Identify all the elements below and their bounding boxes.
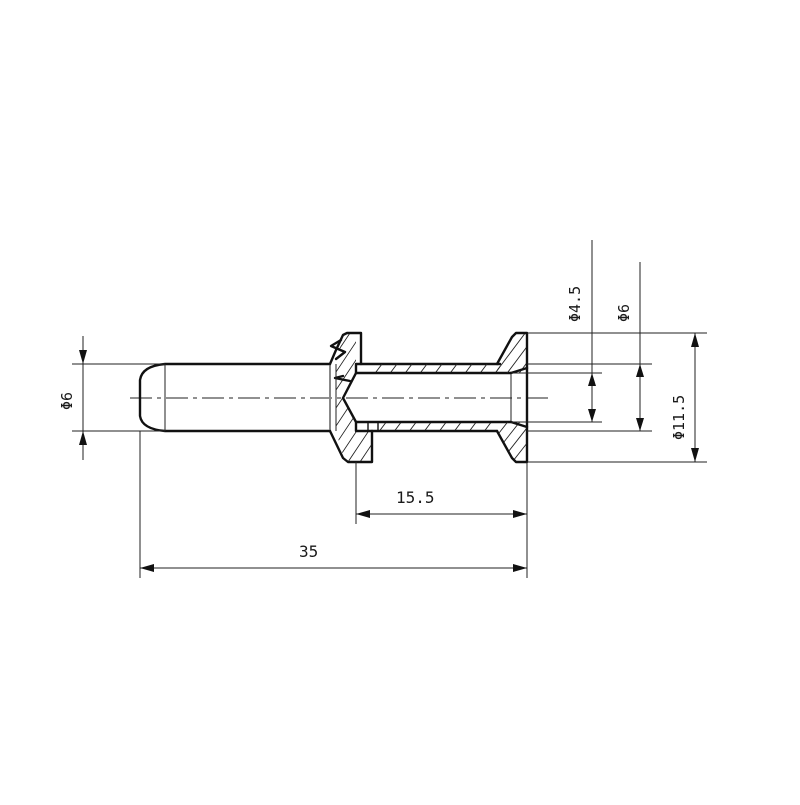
arrow-right-icon xyxy=(513,510,527,518)
dimension-left-shaft-diameter: Φ6 xyxy=(58,336,87,460)
dimension-tube-diameter: Φ6 xyxy=(615,304,644,431)
left-shaft xyxy=(138,362,332,433)
extension-lines xyxy=(72,240,707,578)
arrow-up-icon xyxy=(79,431,87,445)
dim-label-flange-phi115: Φ11.5 xyxy=(670,395,688,440)
arrow-right-icon xyxy=(513,564,527,572)
dimension-flange-diameter: Φ11.5 xyxy=(670,333,699,462)
arrow-down-icon xyxy=(588,409,596,422)
dimension-bore-diameter: Φ4.5 xyxy=(566,286,596,422)
tube-section xyxy=(354,364,513,433)
arrow-down-icon xyxy=(691,448,699,462)
right-flange-section xyxy=(495,331,529,464)
left-flange-section xyxy=(328,331,502,464)
arrow-down-icon xyxy=(79,350,87,364)
dimension-overall-length: 35 xyxy=(140,542,527,572)
dim-label-left-phi6: Φ6 xyxy=(58,392,76,410)
dim-label-length-155: 15.5 xyxy=(396,488,435,507)
arrow-left-icon xyxy=(140,564,154,572)
dim-label-tube-phi6: Φ6 xyxy=(615,304,633,322)
arrow-up-icon xyxy=(588,373,596,386)
dim-label-bore-phi45: Φ4.5 xyxy=(566,286,584,322)
dim-label-length-35: 35 xyxy=(299,542,318,561)
arrow-left-icon xyxy=(356,510,370,518)
arrow-up-icon xyxy=(691,333,699,347)
dimension-bushing-length: 15.5 xyxy=(356,488,527,518)
arrow-up-icon xyxy=(636,364,644,377)
arrow-down-icon xyxy=(636,418,644,431)
